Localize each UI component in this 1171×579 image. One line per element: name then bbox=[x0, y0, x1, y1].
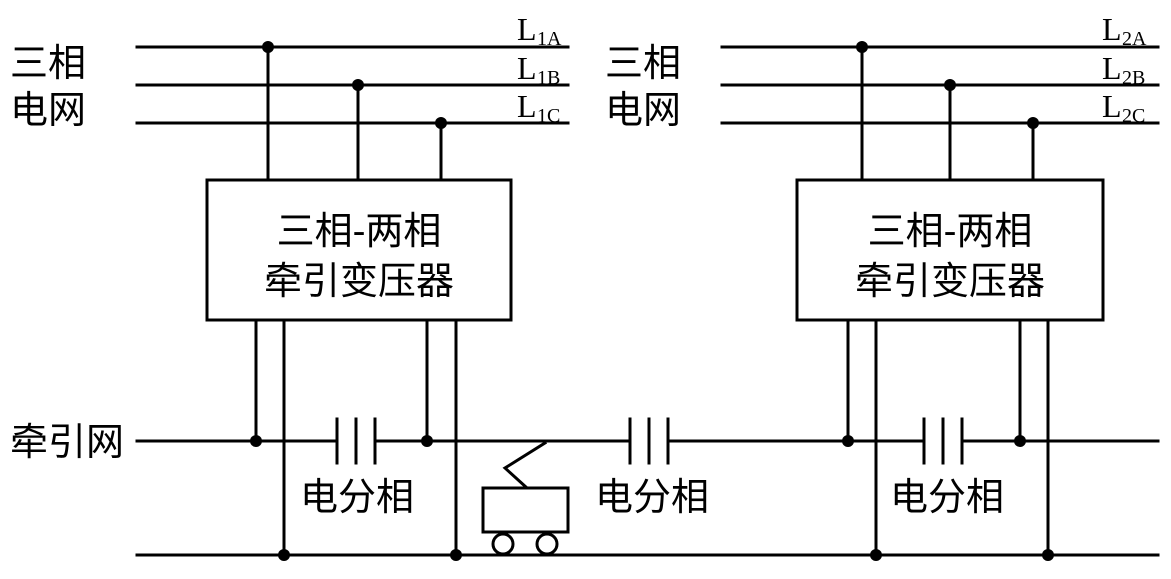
neutral-section-3-label: 电分相 bbox=[890, 475, 1004, 519]
right-transformer-line2: 牵引变压器 bbox=[855, 259, 1045, 303]
right-grid-label-line1: 三相 bbox=[605, 41, 681, 85]
train-icon bbox=[483, 443, 568, 554]
phase-label-l1a-main: L bbox=[517, 11, 537, 47]
train-wheel-front bbox=[493, 534, 513, 554]
phase-label-l2a-main: L bbox=[1102, 11, 1122, 47]
junction-dot-l2b bbox=[944, 79, 956, 91]
train-wheel-rear bbox=[537, 534, 557, 554]
junction-dot-l2c bbox=[1027, 117, 1039, 129]
train-body bbox=[483, 488, 568, 532]
right-grid-label-line2: 电网 bbox=[605, 88, 681, 132]
right-transformer-line1: 三相-两相 bbox=[868, 209, 1033, 253]
right-grid: 三相 电网 L 2A L 2B L 2C bbox=[605, 11, 1158, 180]
phase-label-l2c-main: L bbox=[1102, 88, 1122, 124]
neutral-section-1-label: 电分相 bbox=[300, 475, 414, 519]
left-grid-label-line1: 三相 bbox=[10, 41, 86, 85]
phase-label-l1b-sub: 1B bbox=[537, 67, 560, 89]
pantograph-icon bbox=[505, 443, 545, 488]
phase-label-l1a-sub: 1A bbox=[537, 28, 562, 50]
left-grid: 三相 电网 L 1A L 1B L 1C bbox=[10, 11, 568, 180]
junction-dot-l1a bbox=[262, 41, 274, 53]
phase-label-l2b-main: L bbox=[1102, 50, 1122, 86]
phase-label-l1c-main: L bbox=[517, 88, 537, 124]
phase-label-l2b-sub: 2B bbox=[1122, 67, 1145, 89]
junction-dot-l1b bbox=[352, 79, 364, 91]
neutral-section-2: 电分相 bbox=[595, 419, 709, 519]
junction-dot-l1c bbox=[435, 117, 447, 129]
phase-label-l2c-sub: 2C bbox=[1122, 105, 1145, 127]
phase-label-l1b-main: L bbox=[517, 50, 537, 86]
traction-network-label: 牵引网 bbox=[10, 420, 124, 464]
phase-label-l2a-sub: 2A bbox=[1122, 28, 1147, 50]
left-grid-label-line2: 电网 bbox=[10, 88, 86, 132]
left-transformer-line2: 牵引变压器 bbox=[264, 259, 454, 303]
junction-dot-l2a bbox=[856, 41, 868, 53]
neutral-section-1: 电分相 bbox=[300, 419, 414, 519]
neutral-section-2-label: 电分相 bbox=[595, 475, 709, 519]
left-transformer-line1: 三相-两相 bbox=[277, 209, 442, 253]
neutral-section-3: 电分相 bbox=[890, 419, 1004, 519]
phase-label-l1c-sub: 1C bbox=[537, 105, 560, 127]
